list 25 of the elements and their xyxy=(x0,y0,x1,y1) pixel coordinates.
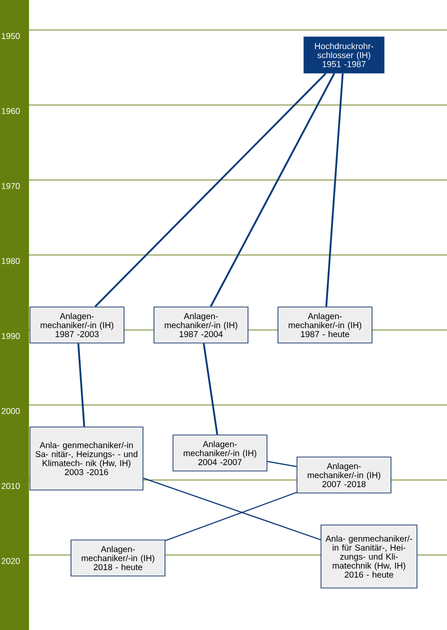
career-box: Anla- genmechaniker/-in für Sanitär-, Hei- zungs- und Kli- matechnik (Hw, IH) 2016 - heute xyxy=(320,524,418,588)
year-label: 2020 xyxy=(2,558,20,564)
year-label: 1990 xyxy=(2,333,20,339)
connector-line xyxy=(325,73,344,307)
connector-line xyxy=(77,343,86,427)
connector-line xyxy=(94,72,326,308)
connector-line xyxy=(202,343,218,435)
connector-line xyxy=(210,72,336,308)
year-label: 2010 xyxy=(2,483,20,489)
career-box: Anla- genmechaniker/-in Sa- nitär-, Heizungs- - und Klimatech- nik (Hw, IH) 2003 -2016 xyxy=(30,426,144,490)
connector-line xyxy=(267,460,297,468)
career-box: Anlagen- mechaniker/-in (IH) 1987 -2004 xyxy=(154,306,248,344)
year-label: 1980 xyxy=(2,258,20,264)
career-box: Anlagen- mechaniker/-in (IH) 2004 -2007 xyxy=(172,434,268,472)
connector-line xyxy=(165,492,297,542)
year-label: 2000 xyxy=(2,408,20,414)
year-label: 1970 xyxy=(2,183,20,190)
career-box: Anlagen- mechaniker/-in (IH) 2018 - heute xyxy=(70,540,166,576)
year-label: 1960 xyxy=(2,108,20,114)
connector-line xyxy=(143,478,321,540)
career-box: Anlagen- mechaniker/-in (IH) 1987 - heute xyxy=(278,306,372,344)
year-label: 1950 xyxy=(2,33,20,40)
career-box: Anlagen- mechaniker/-in (IH) 1987 -2003 xyxy=(30,306,124,344)
career-box: Hochdruckrohr- schlosser (IH) 1951 -1987 xyxy=(304,36,384,74)
career-box: Anlagen- mechaniker/-in (IH) 2007 -2018 xyxy=(296,456,392,494)
